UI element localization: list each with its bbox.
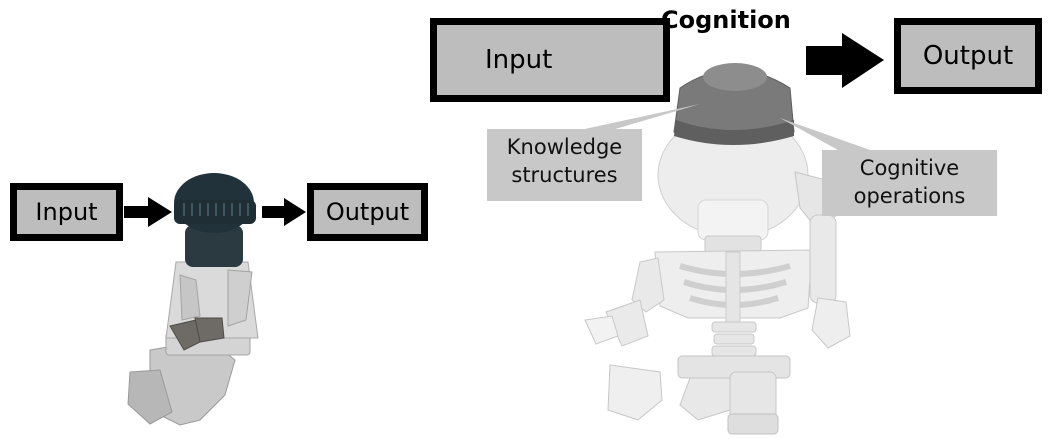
simple-input-label: Input <box>35 198 98 226</box>
cognitive-output-box: Output <box>894 18 1042 94</box>
simple-minifigure <box>127 173 259 426</box>
cognitive-operations-callout: Cognitive operations <box>822 150 997 216</box>
simple-output-arrow <box>262 198 306 226</box>
simple-input-arrow <box>124 197 172 227</box>
cognitive-input-label: Input <box>485 45 553 75</box>
operations-callout-line-1: Cognitive <box>859 156 960 180</box>
cognitive-output-arrow <box>806 33 884 88</box>
simple-output-label: Output <box>325 198 410 226</box>
knowledge-structures-callout: Knowledge structures <box>487 129 642 201</box>
simple-output-box: Output <box>307 183 428 241</box>
operations-callout-line-2: operations <box>853 184 966 208</box>
operations-callout-pointer <box>780 118 870 150</box>
cognitive-minifigure <box>584 63 851 435</box>
simple-input-box: Input <box>10 183 123 241</box>
cognition-heading: Cognition <box>661 6 791 34</box>
cognitive-input-box: Input <box>430 18 670 102</box>
cognitive-output-label: Output <box>922 41 1014 71</box>
knowledge-callout-line-2: structures <box>511 163 618 187</box>
knowledge-callout-pointer <box>580 104 700 130</box>
knowledge-callout-line-1: Knowledge <box>506 135 623 159</box>
